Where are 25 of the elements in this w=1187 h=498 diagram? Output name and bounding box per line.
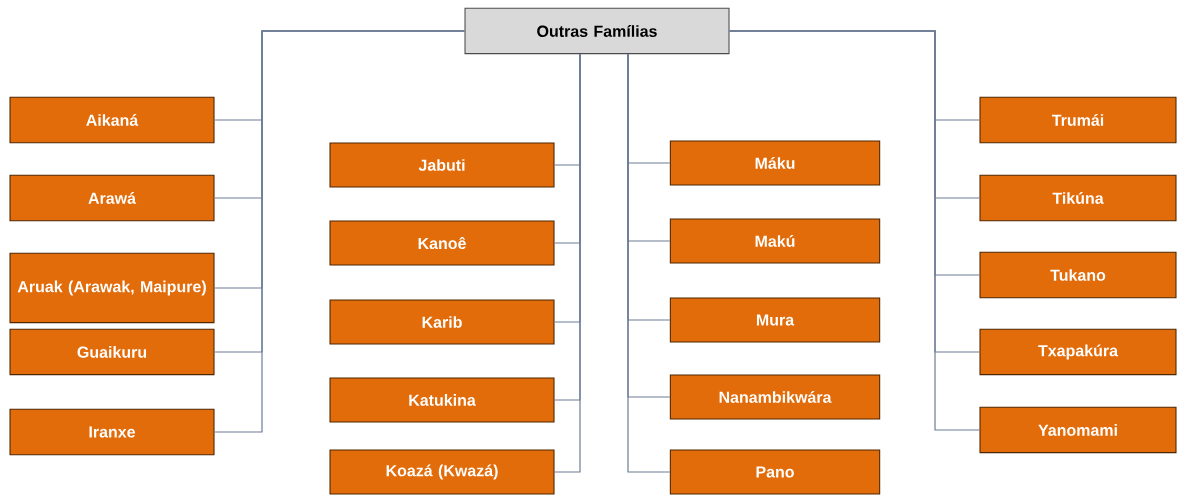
family-box: Guaikuru (9, 328, 215, 376)
family-box: Trumái (979, 96, 1177, 144)
family-box: Jabuti (329, 142, 555, 188)
family-box: Koazá (Kwazá) (329, 449, 555, 495)
family-box: Txapakúra (979, 328, 1177, 376)
family-box: Karib (329, 299, 555, 345)
root-box: Outras Famílias (464, 7, 730, 55)
family-box: Máku (669, 140, 881, 186)
family-box: Mura (669, 297, 881, 343)
family-box: Tikúna (979, 174, 1177, 222)
family-box: Nanambikwára (669, 374, 881, 420)
family-box: Yanomami (979, 406, 1177, 454)
connector (627, 53, 671, 473)
family-box: Makú (669, 218, 881, 264)
family-box: Aruak (Arawak, Maipure) (9, 252, 215, 324)
family-box: Aikaná (9, 96, 215, 144)
family-box: Katukina (329, 377, 555, 423)
family-box: Pano (669, 449, 881, 495)
family-box: Tukano (979, 251, 1177, 299)
family-box: Kanoê (329, 220, 555, 266)
connector (213, 30, 466, 433)
connector (728, 30, 981, 431)
family-box: Iranxe (9, 408, 215, 456)
family-box: Arawá (9, 174, 215, 222)
connector (553, 53, 581, 473)
